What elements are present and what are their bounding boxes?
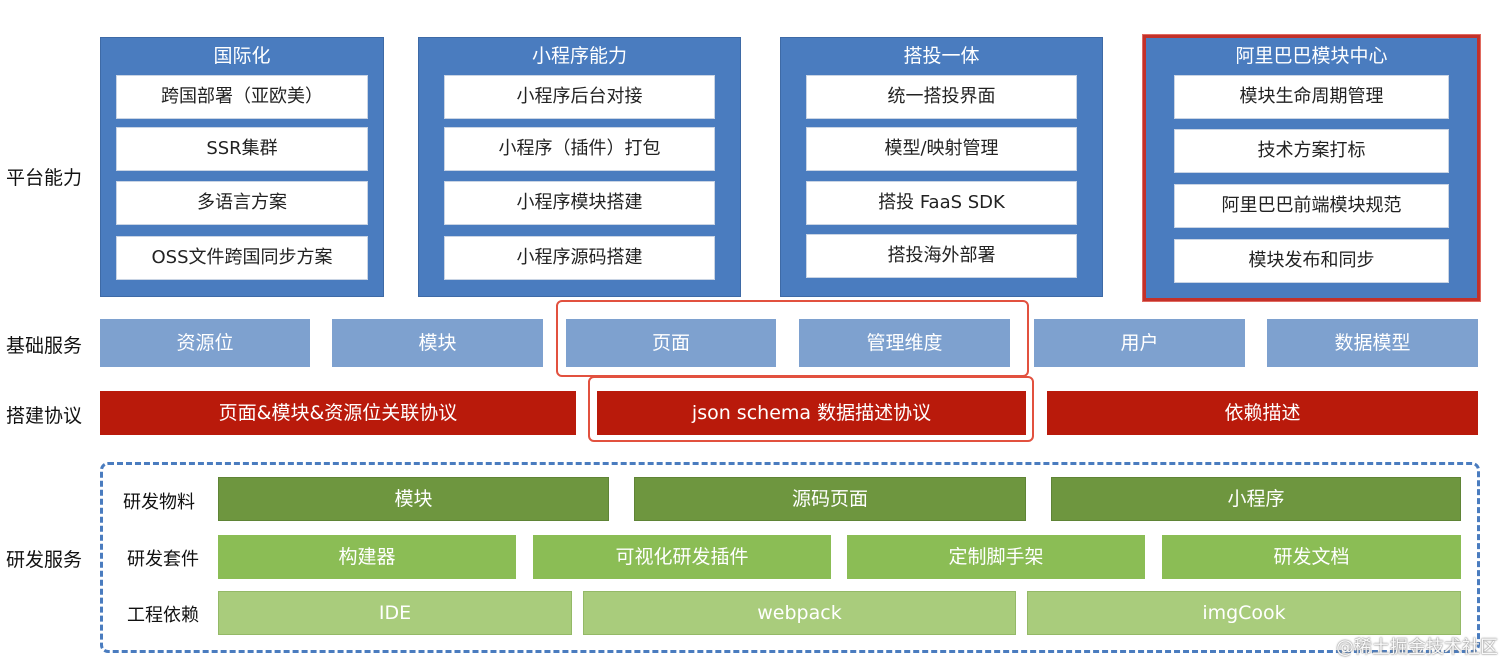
panel-item: 搭投 FaaS SDK (806, 181, 1077, 225)
panel-title: 搭投一体 (903, 45, 980, 67)
kit-builder: 构建器 (218, 535, 516, 579)
panel-title: 国际化 (213, 45, 271, 67)
dev-label-kits: 研发套件 (127, 549, 199, 570)
panel-title: 阿里巴巴模块中心 (1235, 45, 1388, 67)
panel-item: 小程序源码搭建 (444, 236, 715, 280)
dev-label-deps: 工程依赖 (127, 605, 199, 626)
protocol-page-module-slot: 页面&模块&资源位关联协议 (100, 391, 576, 435)
service-user: 用户 (1034, 319, 1245, 367)
panel-item: 搭投海外部署 (806, 234, 1077, 278)
dep-imgcook: imgCook (1027, 591, 1461, 635)
panel-item: 统一搭投界面 (806, 75, 1077, 119)
panel-alibaba-module-center: 阿里巴巴模块中心 模块生命周期管理 技术方案打标 阿里巴巴前端模块规范 模块发布… (1143, 35, 1480, 301)
service-resource-slot: 资源位 (100, 319, 310, 367)
kit-visual-plugin: 可视化研发插件 (533, 535, 831, 579)
service-management-dimension: 管理维度 (799, 319, 1010, 367)
panel-item: 小程序（插件）打包 (444, 127, 715, 171)
row-label-basic-services: 基础服务 (6, 335, 83, 357)
panel-internationalization: 国际化 跨国部署（亚欧美） SSR集群 多语言方案 OSS文件跨国同步方案 (100, 37, 384, 297)
service-data-model: 数据模型 (1267, 319, 1478, 367)
row-label-platform: 平台能力 (6, 167, 83, 189)
row-label-protocol: 搭建协议 (6, 405, 83, 427)
panel-item: 技术方案打标 (1174, 129, 1449, 173)
panel-title: 小程序能力 (531, 45, 627, 67)
panel-item: 多语言方案 (116, 181, 368, 225)
panel-item: SSR集群 (116, 127, 368, 171)
panel-item: OSS文件跨国同步方案 (116, 236, 368, 280)
kit-docs: 研发文档 (1162, 535, 1461, 579)
material-module: 模块 (218, 477, 609, 521)
dev-services-frame (100, 462, 1480, 653)
protocol-json-schema: json schema 数据描述协议 (597, 391, 1026, 435)
material-mini-program: 小程序 (1051, 477, 1461, 521)
panel-item: 小程序模块搭建 (444, 181, 715, 225)
dev-label-materials: 研发物料 (123, 492, 195, 513)
panel-item: 模型/映射管理 (806, 127, 1077, 171)
dep-webpack: webpack (583, 591, 1016, 635)
panel-item: 小程序后台对接 (444, 75, 715, 119)
panel-item: 跨国部署（亚欧美） (116, 75, 368, 119)
service-module: 模块 (332, 319, 543, 367)
panel-item: 模块生命周期管理 (1174, 75, 1449, 119)
panel-item: 模块发布和同步 (1174, 239, 1449, 283)
service-page: 页面 (566, 319, 776, 367)
protocol-dependency: 依赖描述 (1047, 391, 1478, 435)
panel-mini-program: 小程序能力 小程序后台对接 小程序（插件）打包 小程序模块搭建 小程序源码搭建 (418, 37, 741, 297)
watermark: @稀土掘金技术社区 (1336, 637, 1498, 658)
row-label-dev-services: 研发服务 (6, 549, 83, 571)
panel-item: 阿里巴巴前端模块规范 (1174, 184, 1449, 228)
material-source-page: 源码页面 (634, 477, 1026, 521)
panel-build-deploy: 搭投一体 统一搭投界面 模型/映射管理 搭投 FaaS SDK 搭投海外部署 (780, 37, 1103, 297)
dep-ide: IDE (218, 591, 572, 635)
kit-scaffold: 定制脚手架 (847, 535, 1145, 579)
